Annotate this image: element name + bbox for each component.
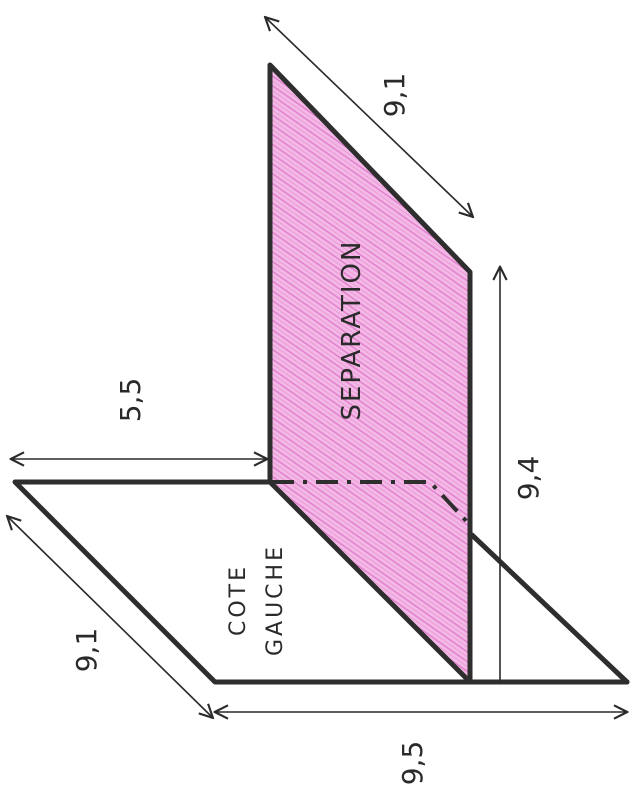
panel-offset-label: 5,5 bbox=[114, 378, 147, 423]
cote-label-line1: COTE bbox=[226, 564, 251, 636]
separation-height-label: 9,4 bbox=[512, 456, 545, 501]
dimension-separation-depth-line bbox=[266, 18, 472, 216]
hidden-edge bbox=[272, 480, 472, 527]
base-depth-label: 9,1 bbox=[70, 628, 103, 673]
cote-label-line2: GAUCHE bbox=[263, 544, 288, 656]
separation-depth-label: 9,1 bbox=[378, 73, 411, 118]
separation-label: SEPARATION bbox=[337, 240, 367, 421]
base-length-label: 9,5 bbox=[396, 741, 429, 786]
base-front-edge bbox=[469, 532, 630, 685]
dimension-base-depth-line bbox=[8, 517, 212, 717]
separation-panel bbox=[270, 65, 470, 682]
cote-gauche-panel-edge bbox=[12, 479, 473, 685]
